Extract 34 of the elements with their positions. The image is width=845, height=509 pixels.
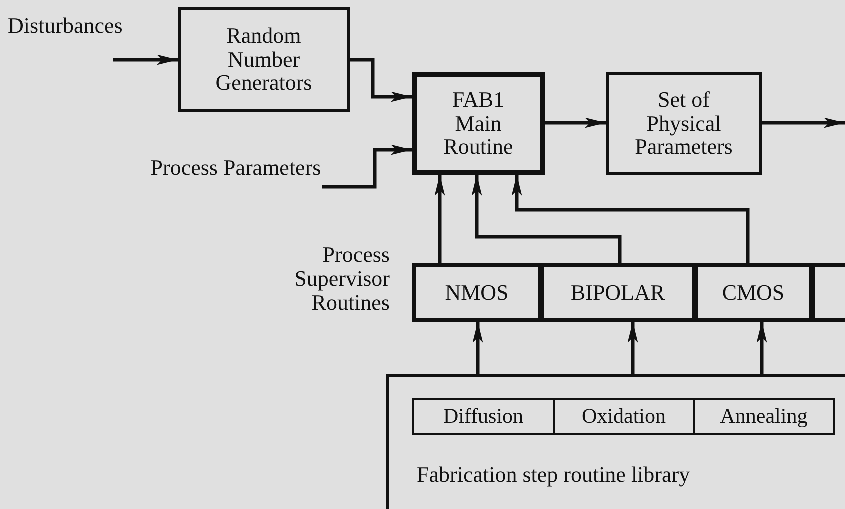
arrow [113, 54, 178, 66]
arrow [512, 175, 750, 263]
process-box [606, 72, 762, 175]
process-box [553, 398, 695, 435]
node-text: NMOS [444, 280, 510, 304]
arrow [350, 58, 412, 102]
node-text: CMOS [721, 280, 786, 304]
arrow [545, 118, 606, 128]
node-text: Process Parameters [150, 156, 322, 180]
node-text: FAB1 Main Routine [442, 88, 514, 160]
arrow [434, 175, 446, 263]
node-text: Fabrication step routine library [416, 463, 692, 487]
arrow [322, 144, 412, 189]
node-text: Oxidation [581, 405, 667, 428]
process-box [178, 7, 350, 112]
process-box [693, 398, 835, 435]
arrow [762, 118, 845, 128]
node-text: Set of Physical Parameters [634, 88, 734, 160]
process-box [412, 263, 542, 322]
process-box [412, 398, 555, 435]
node-text: Diffusion [442, 405, 525, 428]
node-text: BIPOLAR [570, 280, 666, 304]
text-label: Process Supervisor Routines [294, 243, 390, 316]
node-text: Random Number Generators [214, 24, 314, 96]
text-label: Disturbances [8, 14, 124, 38]
arrow [472, 175, 622, 263]
arrow [756, 322, 768, 374]
process-box [540, 263, 696, 322]
node-text: Annealing [719, 405, 809, 428]
library-panel [386, 374, 845, 509]
arrow [472, 322, 484, 374]
process-box [412, 72, 545, 175]
process-box [694, 263, 813, 322]
arrow [628, 322, 638, 374]
